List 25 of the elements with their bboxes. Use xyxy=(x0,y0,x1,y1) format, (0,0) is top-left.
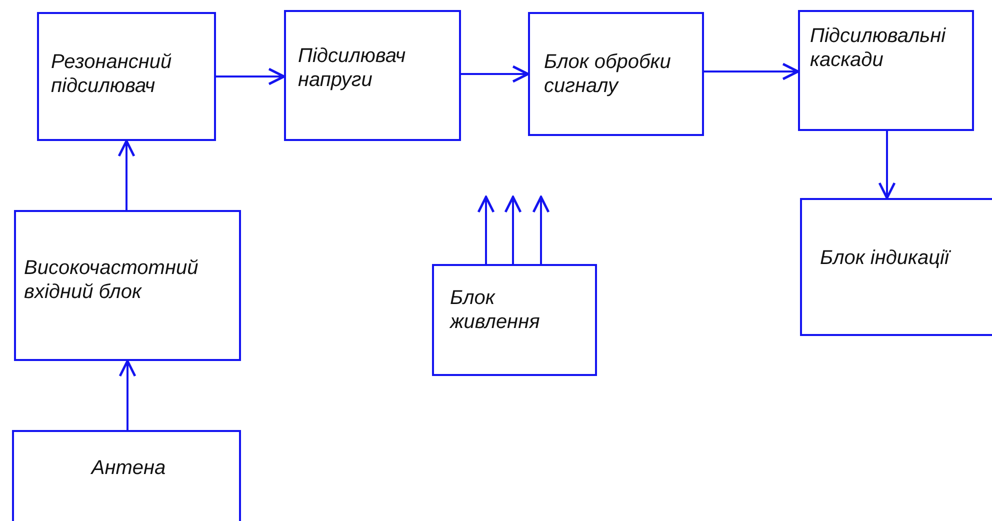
block-box xyxy=(14,210,241,361)
block-label: Блок живлення xyxy=(450,286,541,334)
block-box xyxy=(432,264,597,376)
block-label: Високочастотний вхідний блок xyxy=(24,256,200,304)
arrow xyxy=(704,62,800,80)
arrow xyxy=(477,196,495,264)
block-label: Антена xyxy=(90,456,167,480)
block-box xyxy=(800,198,992,336)
block-box xyxy=(12,430,241,521)
arrow xyxy=(504,196,522,264)
block-box xyxy=(37,12,216,141)
arrow xyxy=(532,196,550,264)
arrow xyxy=(878,131,896,200)
arrow xyxy=(118,140,136,210)
block-label: Блок обробки сигналу xyxy=(544,50,672,98)
arrow xyxy=(461,65,530,83)
block-label: Блок індикації xyxy=(820,246,952,270)
arrow xyxy=(118,360,136,430)
block-label: Резонансний підсилювач xyxy=(51,50,173,98)
block-box xyxy=(798,10,974,131)
block-label: Підсилювач напруги xyxy=(298,44,407,92)
arrow xyxy=(216,68,286,86)
block-label: Підсилювальні каскади xyxy=(810,24,947,72)
block-box xyxy=(284,10,461,141)
block-box xyxy=(528,12,704,136)
